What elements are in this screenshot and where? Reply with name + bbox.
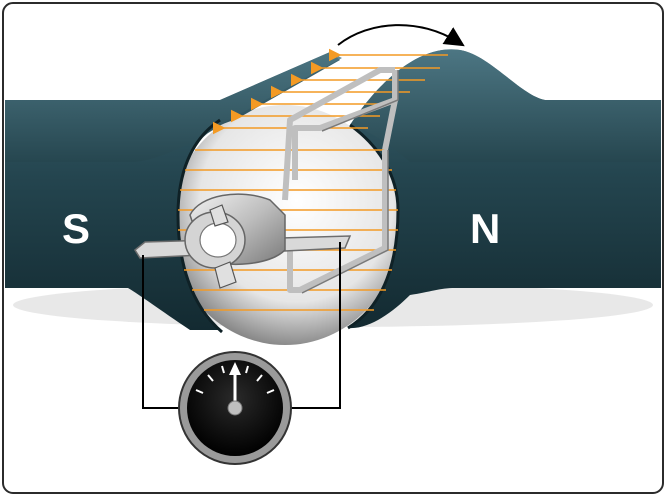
circuit-wires bbox=[142, 242, 341, 409]
south-label: S bbox=[62, 205, 90, 252]
right-wire bbox=[288, 242, 341, 409]
meter-pivot bbox=[227, 400, 243, 416]
commutator bbox=[134, 193, 352, 289]
left-wire bbox=[142, 255, 190, 409]
armature-loop-edge bbox=[301, 70, 399, 294]
brush-top bbox=[209, 204, 229, 227]
meter-ticks bbox=[195, 365, 275, 394]
rotation-arrow bbox=[337, 24, 465, 47]
armature-loop bbox=[282, 67, 398, 293]
slip-ring-hole bbox=[199, 222, 237, 258]
galvanometer bbox=[178, 351, 292, 465]
north-label: N bbox=[470, 205, 500, 252]
south-pole: S bbox=[5, 52, 342, 334]
north-pole: N bbox=[347, 49, 661, 330]
brush-bottom bbox=[214, 261, 237, 289]
meter-needle-tip bbox=[229, 362, 241, 375]
